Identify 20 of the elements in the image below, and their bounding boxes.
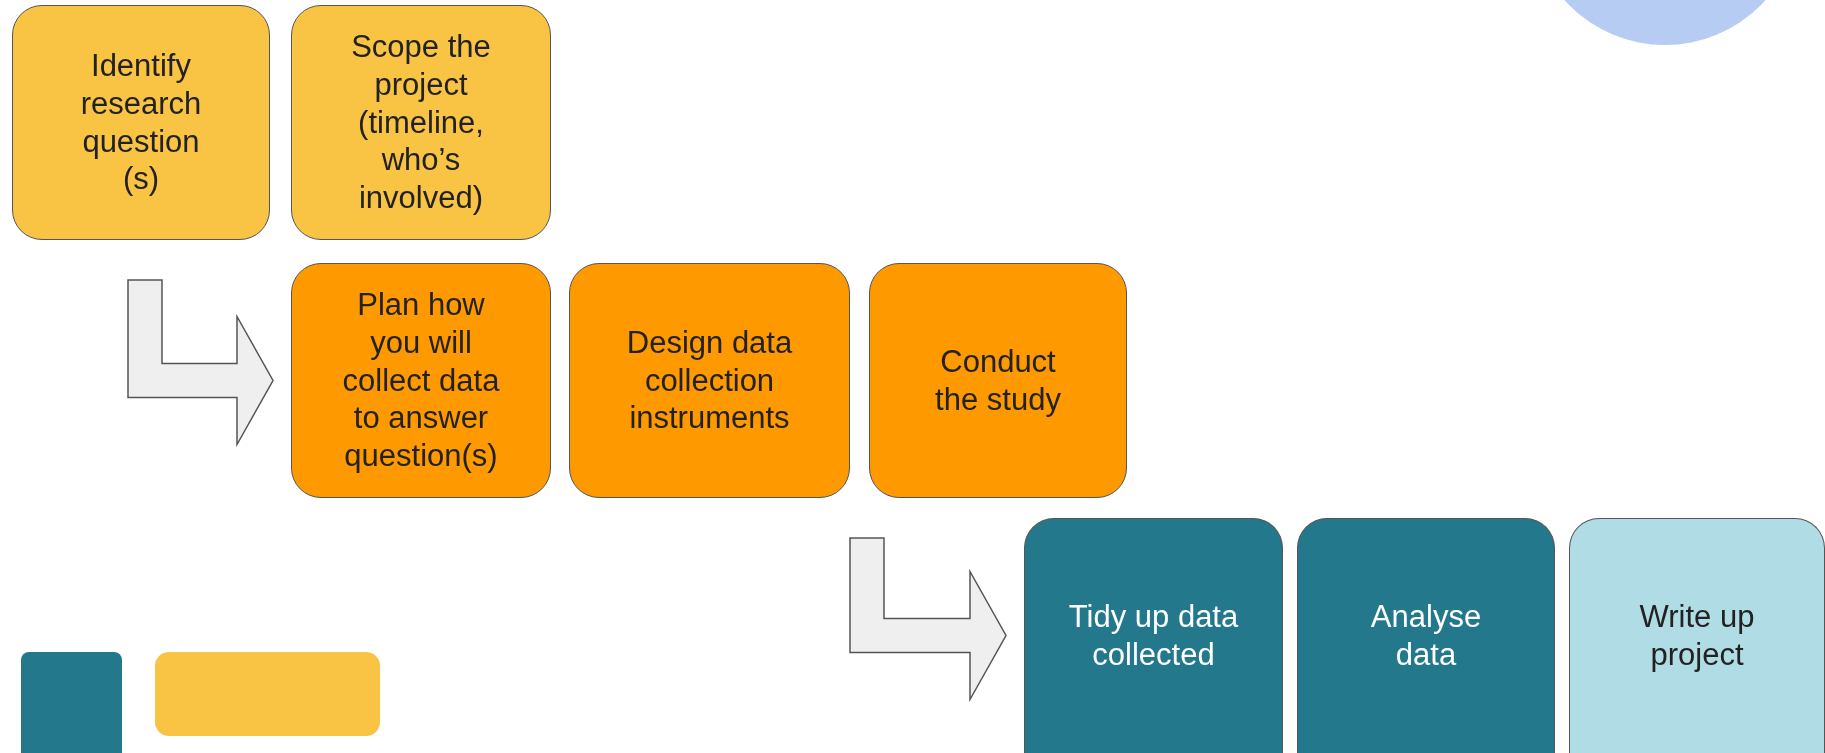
process-box (869, 263, 1127, 498)
process-box (569, 263, 850, 498)
elbow-block-arrow (849, 537, 1007, 703)
empty-box (155, 652, 380, 736)
box-label: Identify research question (s) (79, 46, 203, 199)
empty-box (21, 652, 122, 753)
process-box (1024, 518, 1283, 753)
process-box (1569, 518, 1825, 753)
box-label: Write up project (1638, 598, 1756, 674)
box-label: Design data collection instruments (625, 323, 794, 438)
box-label: Tidy up data collected (1067, 598, 1240, 674)
box-label: Conduct the study (934, 342, 1062, 419)
process-box (1297, 518, 1555, 753)
box-label: Analyse data (1369, 598, 1483, 674)
process-box (291, 263, 551, 498)
process-box (12, 5, 270, 240)
elbow-block-arrow (127, 279, 274, 448)
box-label: Plan how you will collect data to answer question(s) (341, 285, 501, 476)
process-box (291, 5, 551, 240)
box-label: Scope the project (timeline, who’s involved) (350, 27, 492, 218)
